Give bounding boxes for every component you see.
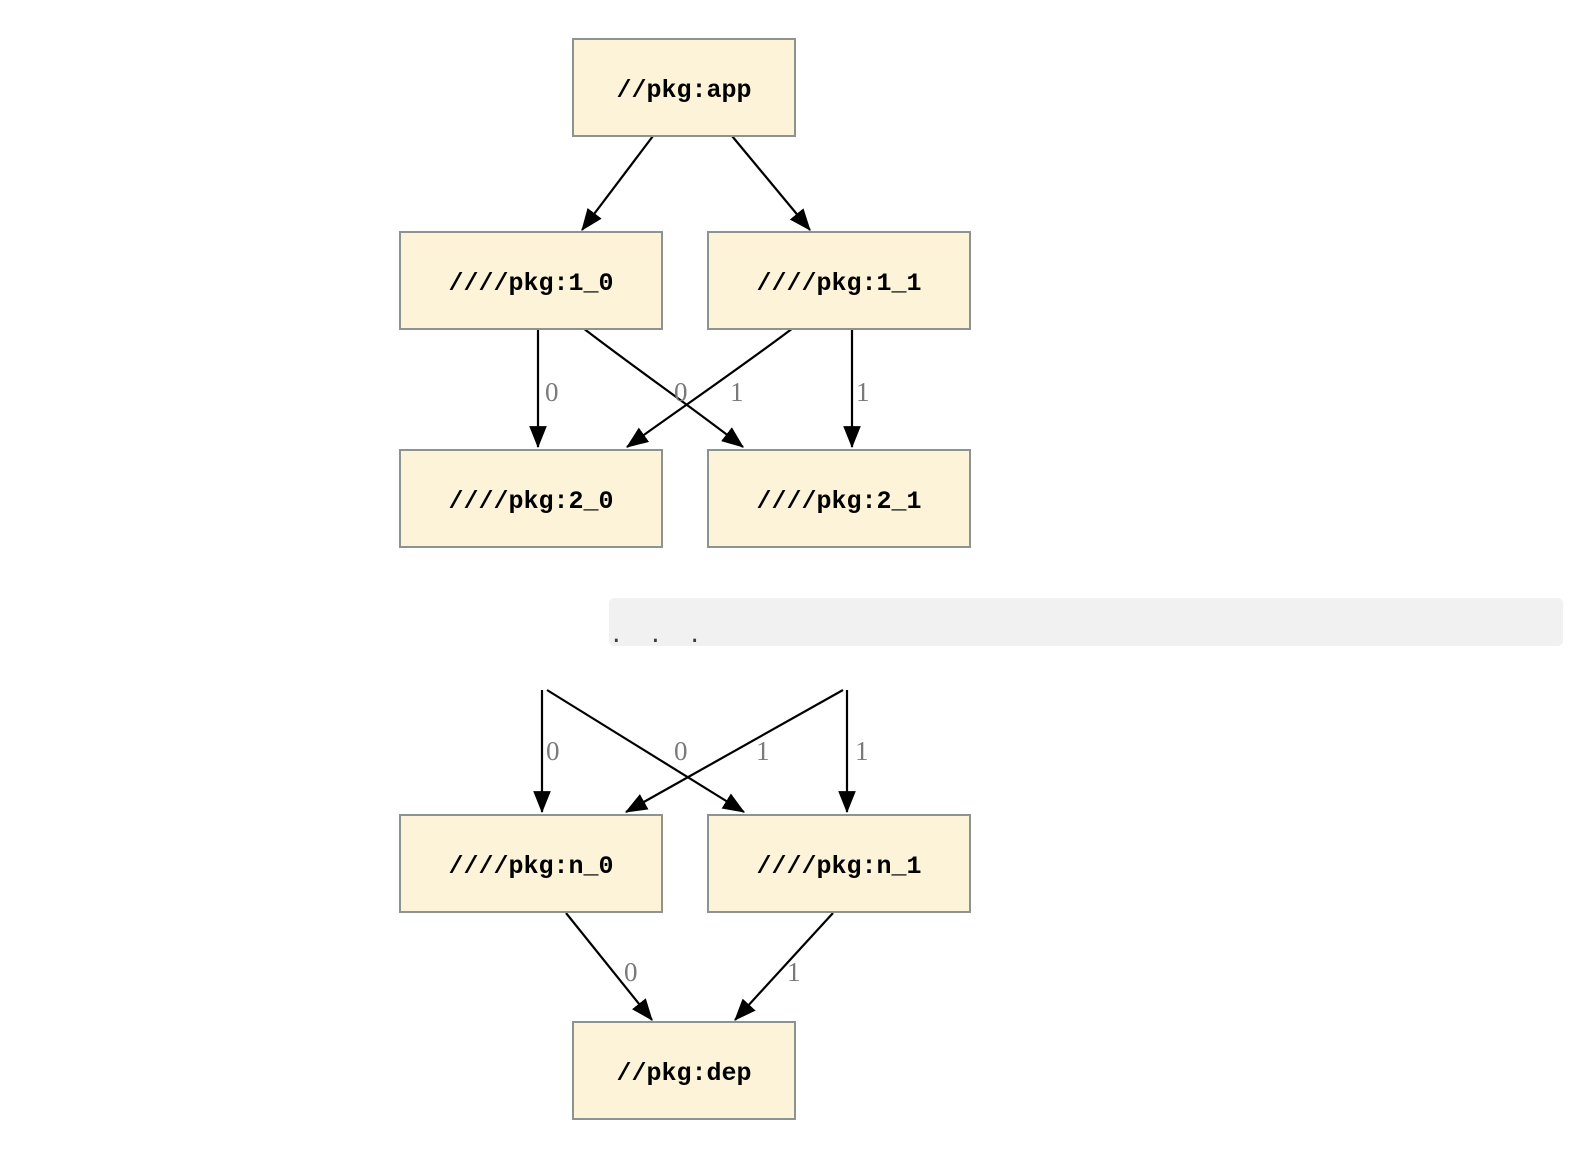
node-box-1_0 — [399, 231, 663, 330]
edge-n_1-to-dep — [734, 912, 834, 1021]
edge-label-dots-to-n_1: 1 — [855, 736, 869, 766]
node-label-1_1: ////pkg:1_1 — [756, 269, 921, 298]
edge-label-1_0-to-2_0: 0 — [545, 377, 559, 407]
edges-layer — [529, 135, 861, 1021]
ellipsis-dots: . . . — [612, 618, 710, 649]
node-box-app — [572, 38, 796, 137]
node-label-2_0: ////pkg:2_0 — [448, 487, 613, 516]
edge-label-1_0-to-2_1: 1 — [730, 377, 744, 407]
node-label-n_1: ////pkg:n_1 — [756, 852, 921, 881]
node-label-2_1: ////pkg:2_1 — [756, 487, 921, 516]
node-labels-layer: //pkg:app ////pkg:1_0 ////pkg:1_1 ////pk… — [448, 76, 921, 1088]
node-box-2_0 — [399, 449, 663, 548]
node-label-app: //pkg:app — [616, 76, 751, 105]
edge-cross-to-n_0 — [625, 689, 844, 813]
edge-1_1-to-2_0 — [626, 327, 794, 448]
edge-label-cross-to-n_1: 1 — [756, 736, 770, 766]
edge-1_0-to-2_1 — [582, 327, 744, 448]
edge-label-n_0-to-dep: 0 — [624, 957, 638, 987]
edge-n_0-to-dep — [565, 912, 653, 1021]
node-label-n_0: ////pkg:n_0 — [448, 852, 613, 881]
node-box-1_1 — [707, 231, 971, 330]
edge-label-n_1-to-dep: 1 — [787, 957, 801, 987]
node-label-dep: //pkg:dep — [616, 1059, 751, 1088]
edge-app-to-1_1 — [731, 135, 811, 231]
edge-label-cross-to-n_0: 0 — [674, 736, 688, 766]
edge-labels-layer: 0 0 1 1 0 0 1 1 0 1 — [545, 377, 870, 987]
ellipsis-bar — [609, 598, 1563, 646]
edge-label-1_1-to-2_1: 1 — [856, 377, 870, 407]
node-box-dep — [572, 1021, 796, 1120]
edge-cross-to-n_1 — [546, 689, 745, 813]
node-box-n_0 — [399, 814, 663, 913]
nodes-layer — [399, 38, 971, 1120]
node-box-2_1 — [707, 449, 971, 548]
node-label-1_0: ////pkg:1_0 — [448, 269, 613, 298]
edge-app-to-1_0 — [581, 135, 654, 231]
edge-label-1_1-to-2_0: 0 — [674, 377, 688, 407]
edge-label-dots-to-n_0: 0 — [546, 736, 560, 766]
node-box-n_1 — [707, 814, 971, 913]
